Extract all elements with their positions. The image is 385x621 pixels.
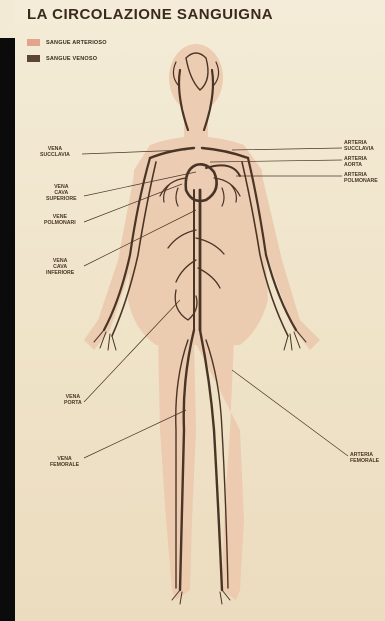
label-vena-succlavia: VENA SUCCLAVIA	[40, 146, 70, 158]
label-line: FEMORALE	[350, 458, 379, 464]
label-arteria-femorale: ARTERIA FEMORALE	[350, 452, 379, 464]
label-line: PORTA	[64, 400, 82, 406]
body-silhouette	[84, 44, 320, 600]
label-line: POLMONARI	[44, 220, 76, 226]
label-vena-porta: VENA PORTA	[64, 394, 82, 406]
label-line: INFERIORE	[46, 270, 74, 276]
label-line: AORTA	[344, 162, 367, 168]
label-arteria-succlavia: ARTERIA SUCCLAVIA	[344, 140, 374, 152]
label-arteria-polmonare: ARTERIA POLMONARE	[344, 172, 378, 184]
label-vena-femorale: VENA FEMORALE	[50, 456, 79, 468]
label-line: SUPERIORE	[46, 196, 77, 202]
label-vena-cava-inferiore: VENA CAVA INFERIORE	[46, 258, 74, 276]
label-line: SUCCLAVIA	[40, 152, 70, 158]
label-vena-cava-superiore: VENA CAVA SUPERIORE	[46, 184, 77, 202]
label-vene-polmonari: VENE POLMONARI	[44, 214, 76, 226]
label-line: FEMORALE	[50, 462, 79, 468]
label-line: SUCCLAVIA	[344, 146, 374, 152]
label-line: POLMONARE	[344, 178, 378, 184]
label-arteria-aorta: ARTERIA AORTA	[344, 156, 367, 168]
